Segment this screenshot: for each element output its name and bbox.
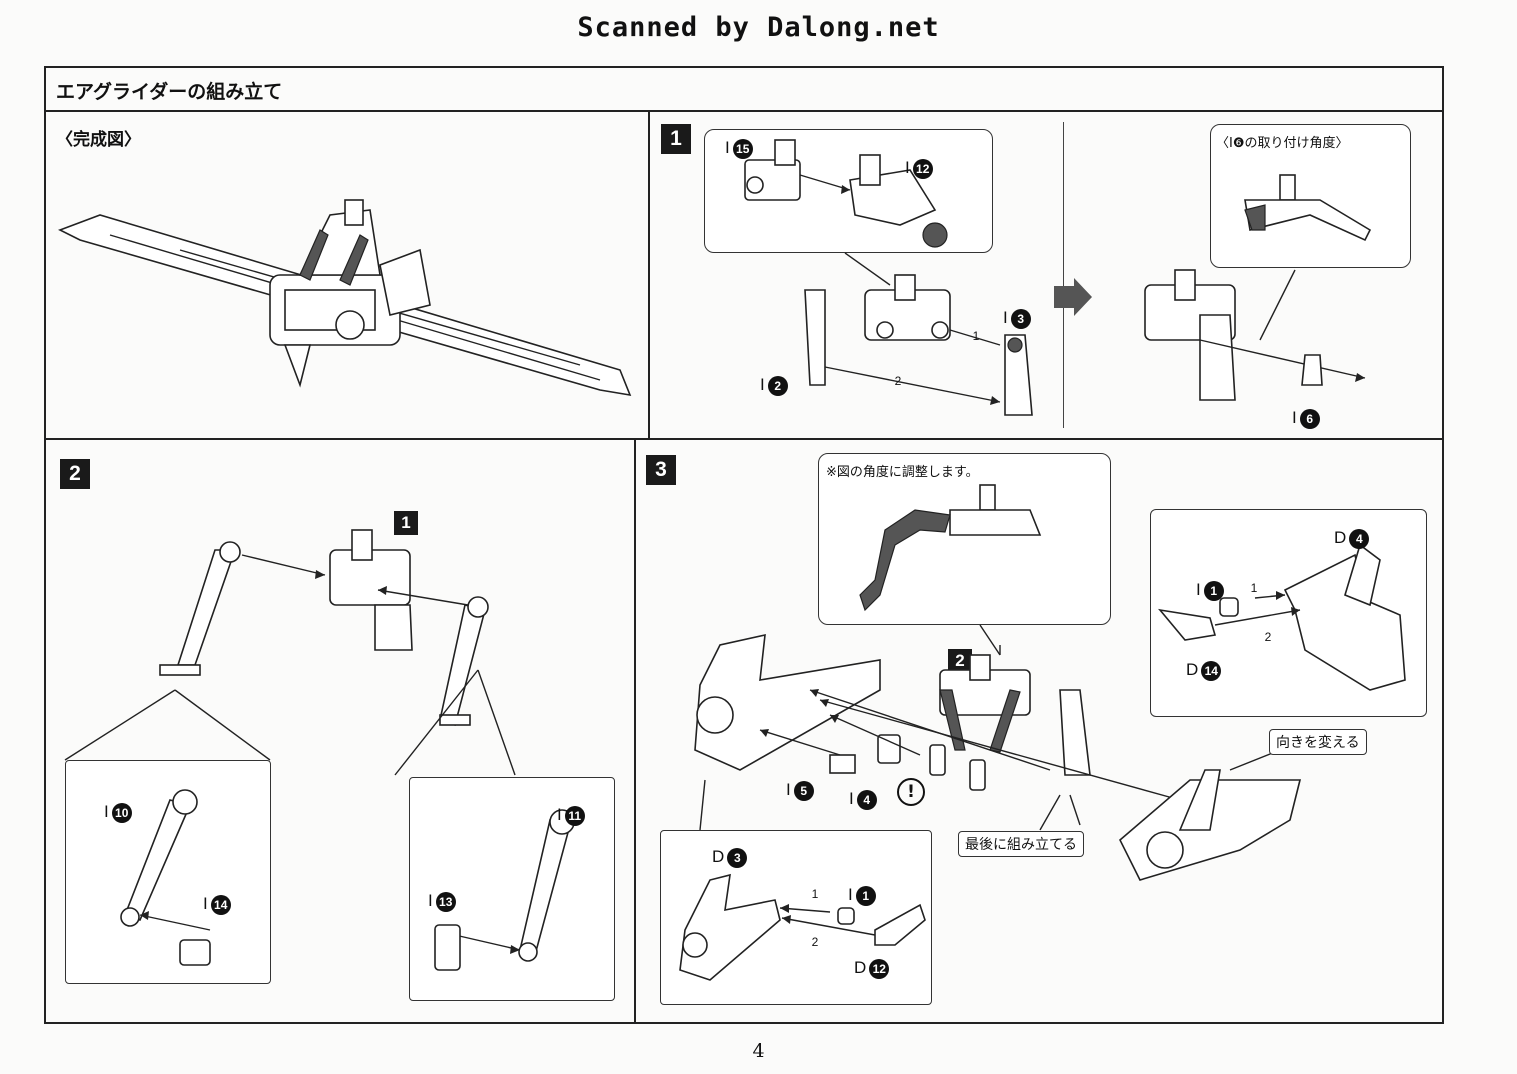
adjust-note: ※図の角度に調整します。 [826,465,979,480]
page-number: 4 [752,1040,765,1062]
step1-assembly-illustration [744,139,1033,416]
assemble-last-tag: 最後に組み立てる [958,831,1084,857]
step-number-2: 2 [60,459,90,489]
step3-assembly-illustration [694,624,1302,881]
angle-detail-callout [1210,124,1411,268]
change-direction-tag: 向きを変える [1269,729,1367,755]
divider-horizontal [46,438,1442,440]
step2-detail-illustrations [120,789,575,971]
step3-detail-right-illustration [1158,543,1406,691]
divider-step1-result [1063,122,1064,428]
caution-icon: ! [897,778,925,806]
completed-glider-illustration [58,199,632,397]
completed-label: 〈完成図〉 [56,130,141,150]
divider-vertical-top [648,112,650,440]
next-arrow-icon [1054,278,1092,316]
step3-ref-marker: 2 [948,649,972,673]
order-marker-2-left: 2 [811,935,819,949]
scan-credit: Scanned by Dalong.net [577,12,940,43]
step1-result-illustration [1144,174,1372,401]
order-marker-2-right: 2 [1264,630,1272,644]
step-number-3: 3 [646,455,676,485]
step-number-1: 1 [661,124,691,154]
title-bar [46,68,1442,112]
order-marker-1-left: 1 [811,887,819,901]
order-marker-1: 1 [972,329,980,343]
instruction-frame [44,66,1444,1024]
step2-detail-left [65,760,271,984]
step2-assembly-illustration [64,529,516,776]
angle-note: 〈I❻の取り付け角度〉 [1216,136,1349,151]
order-marker-1-right: 1 [1250,581,1258,595]
order-marker-2: 2 [894,374,902,388]
step3-detail-left-illustration [679,873,926,981]
step2-ref-marker: 1 [394,511,418,535]
step3-angle-illustration [859,484,1042,612]
divider-vertical-bottom [634,440,636,1022]
page-title: エアグライダーの組み立て [56,81,283,103]
